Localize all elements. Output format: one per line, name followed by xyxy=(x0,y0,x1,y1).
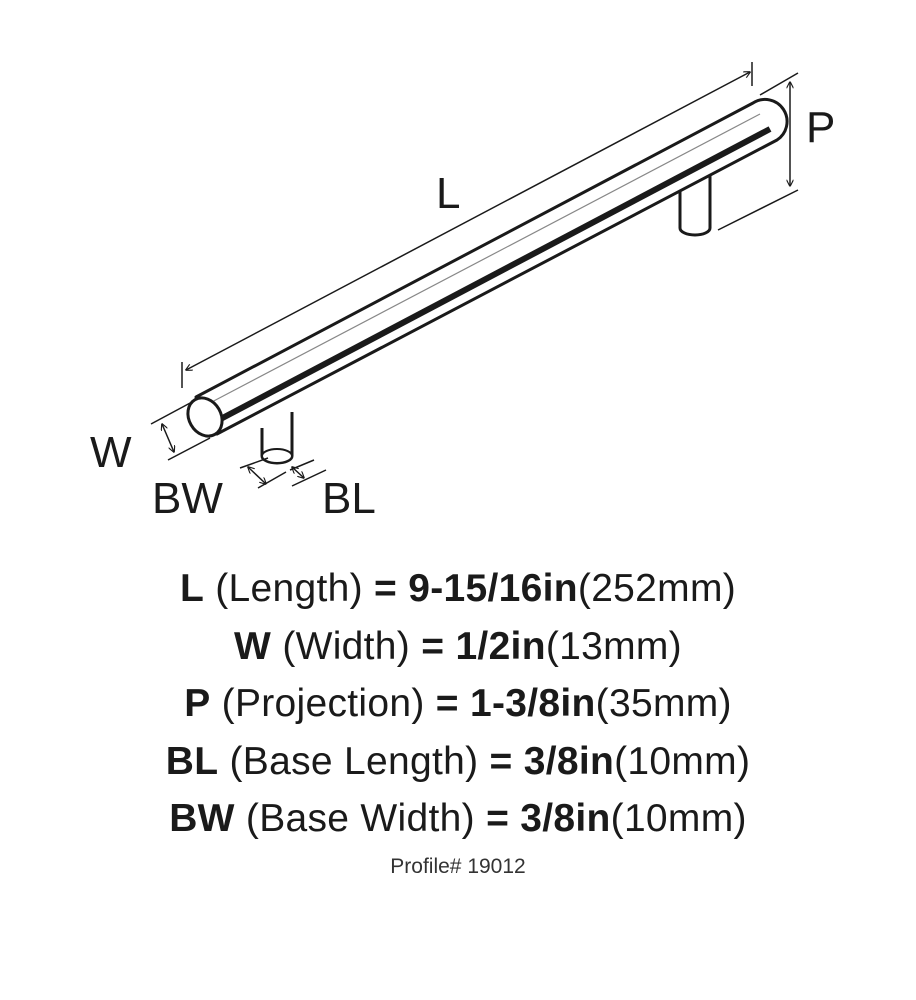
left-post xyxy=(260,412,294,465)
spec-metric: (10mm) xyxy=(614,739,751,783)
spec-row-length: L (Length) = 9-15/16in(252mm) xyxy=(0,560,916,618)
spec-abbr: P xyxy=(184,682,211,725)
projection-dimension xyxy=(717,72,799,231)
length-label: L xyxy=(436,169,460,218)
spec-metric: (252mm) xyxy=(577,567,737,610)
spec-name: (Width) xyxy=(282,624,411,668)
spec-row-base-width: BW (Base Width) = 3/8in(10mm) xyxy=(0,790,916,848)
spec-equals: = xyxy=(486,797,510,840)
spec-row-width: W (Width) = 1/2in(13mm) xyxy=(0,618,916,676)
handle-bar xyxy=(186,97,789,438)
spec-imperial: 9-15/16in xyxy=(408,567,578,610)
spec-name: (Base Width) xyxy=(245,797,475,840)
spec-imperial: 3/8in xyxy=(520,797,611,840)
spec-metric: (35mm) xyxy=(595,682,732,725)
base-dimensions xyxy=(239,457,327,489)
base-length-label: BL xyxy=(322,474,376,523)
spec-equals: = xyxy=(421,624,445,668)
spec-metric: (13mm) xyxy=(545,624,682,668)
spec-equals: = xyxy=(489,739,513,783)
spec-imperial: 1/2in xyxy=(455,624,546,668)
length-dimension xyxy=(181,62,753,388)
spec-abbr: W xyxy=(234,624,272,668)
spec-name: (Length) xyxy=(215,567,363,610)
handle-diagram: L P W BW BL xyxy=(90,62,835,523)
projection-label: P xyxy=(806,103,835,152)
spec-row-base-length: BL (Base Length) = 3/8in(10mm) xyxy=(0,733,916,791)
profile-number: Profile# 19012 xyxy=(390,855,526,878)
base-width-label: BW xyxy=(152,474,223,523)
spec-imperial: 3/8in xyxy=(523,739,615,783)
width-label: W xyxy=(90,428,132,477)
spec-abbr: L xyxy=(179,567,205,610)
spec-imperial: 1-3/8in xyxy=(470,682,596,725)
spec-equals: = xyxy=(374,567,398,610)
spec-abbr: BW xyxy=(169,797,235,840)
spec-list: L (Length) = 9-15/16in(252mm) W (Width) … xyxy=(0,560,916,848)
spec-row-projection: P (Projection) = 1-3/8in(35mm) xyxy=(0,675,916,733)
spec-name: (Base Length) xyxy=(229,739,479,783)
spec-abbr: BL xyxy=(165,739,219,783)
spec-equals: = xyxy=(435,682,459,725)
spec-name: (Projection) xyxy=(221,682,425,725)
width-dimension xyxy=(150,401,211,461)
spec-metric: (10mm) xyxy=(610,797,747,840)
